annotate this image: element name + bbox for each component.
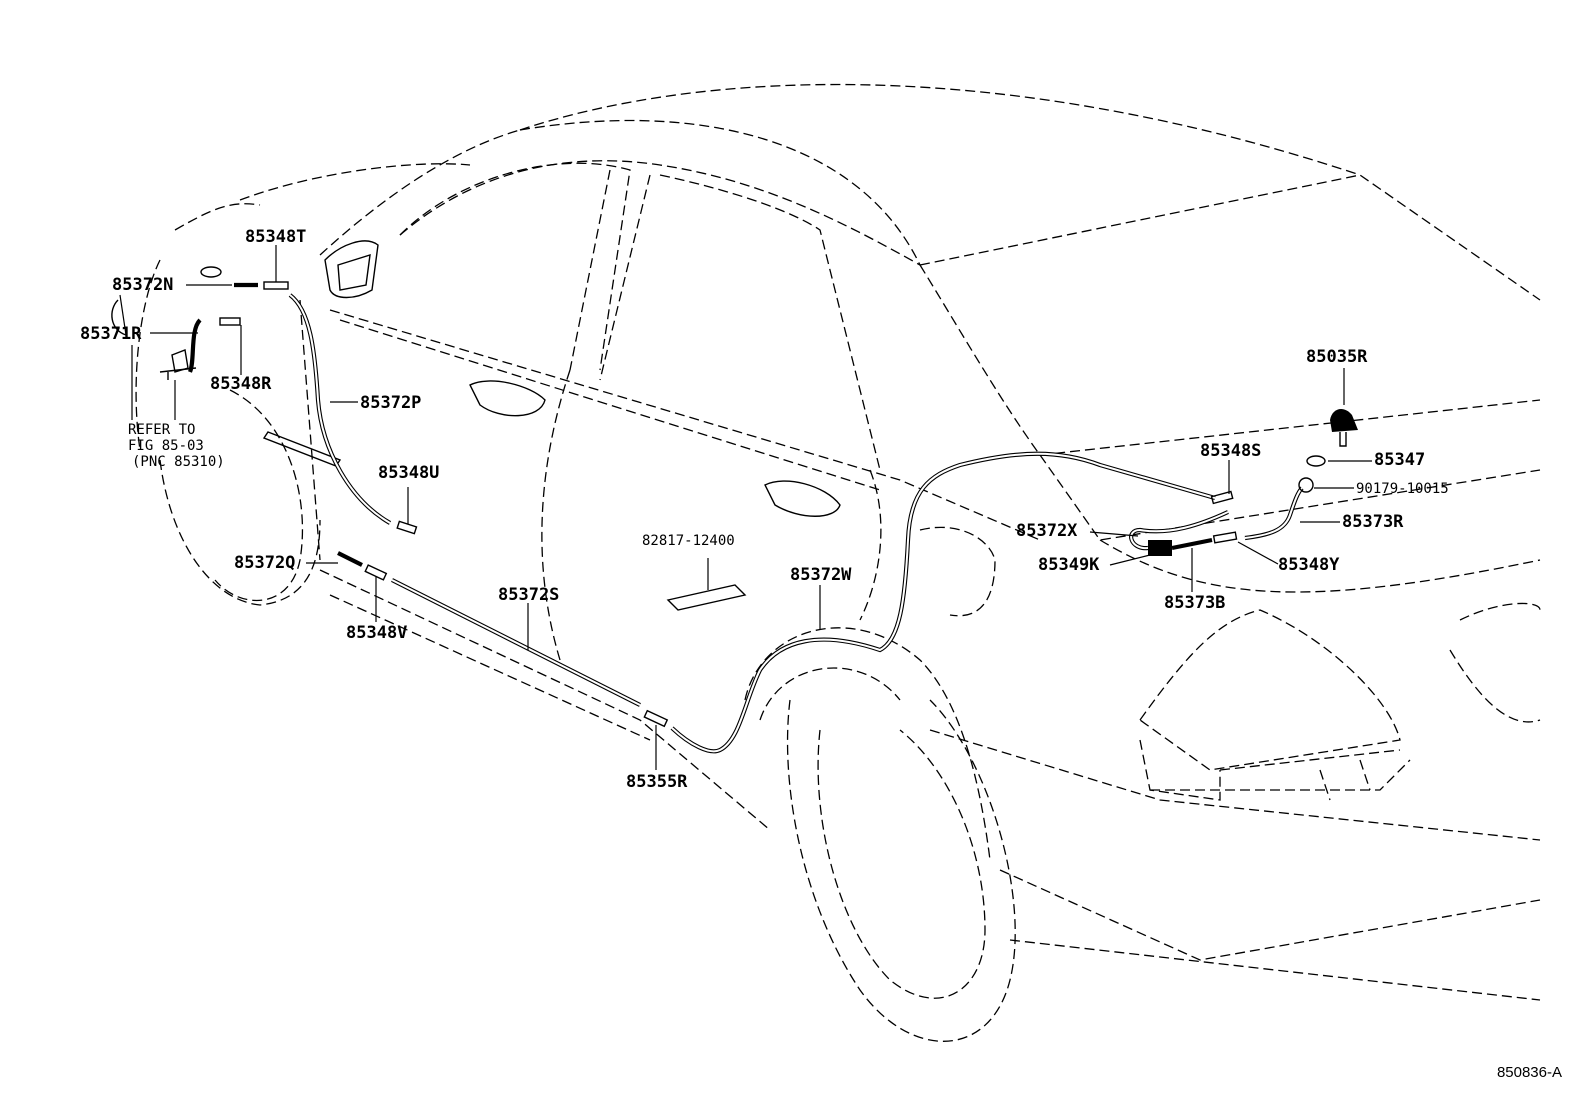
label-85373R: 85373R bbox=[1342, 512, 1404, 532]
check-valve-icon bbox=[1298, 477, 1314, 493]
label-85373B: 85373B bbox=[1164, 593, 1225, 613]
car-body-outline bbox=[135, 83, 1541, 1042]
label-85348V: 85348V bbox=[346, 623, 407, 643]
label-85372X: 85372X bbox=[1016, 521, 1078, 541]
washer-pump-icon bbox=[159, 349, 197, 380]
washer-hoses bbox=[187, 282, 1304, 754]
label-85347: 85347 bbox=[1374, 450, 1425, 470]
label-85348T: 85348T bbox=[245, 227, 306, 247]
label-85355R: 85355R bbox=[626, 772, 688, 792]
reference-note-line-3: (PNC 85310) bbox=[132, 454, 225, 470]
leader-lines bbox=[119, 245, 1372, 770]
reference-note-line-1: REFER TO bbox=[128, 422, 195, 438]
label-85372P: 85372P bbox=[360, 393, 421, 413]
grommet-icon bbox=[1306, 455, 1326, 467]
label-85348U: 85348U bbox=[378, 463, 439, 483]
document-code: 850836-A bbox=[1496, 1064, 1562, 1081]
label-82817-12400: 82817-12400 bbox=[642, 533, 735, 549]
reference-note-line-2: FIG 85-03 bbox=[128, 438, 204, 454]
label-85372Q: 85372Q bbox=[234, 553, 295, 573]
reservoir-icon bbox=[111, 266, 222, 336]
washer-nozzle-icon bbox=[1298, 408, 1358, 493]
label-85349K: 85349K bbox=[1038, 555, 1100, 575]
part-labels: 85348T 85372N 85371R 85348R 85372P 85348… bbox=[80, 227, 1449, 792]
label-90179-10015: 90179-10015 bbox=[1356, 481, 1449, 497]
label-85372W: 85372W bbox=[790, 565, 852, 585]
hose-joints bbox=[219, 281, 1238, 728]
label-85372S: 85372S bbox=[498, 585, 559, 605]
label-85371R: 85371R bbox=[80, 324, 142, 344]
label-85372N: 85372N bbox=[112, 275, 173, 295]
label-85348Y: 85348Y bbox=[1278, 555, 1340, 575]
label-85035R: 85035R bbox=[1306, 347, 1368, 367]
label-85348R: 85348R bbox=[210, 374, 272, 394]
label-85348S: 85348S bbox=[1200, 441, 1261, 461]
t-joint-icon bbox=[1148, 540, 1172, 556]
